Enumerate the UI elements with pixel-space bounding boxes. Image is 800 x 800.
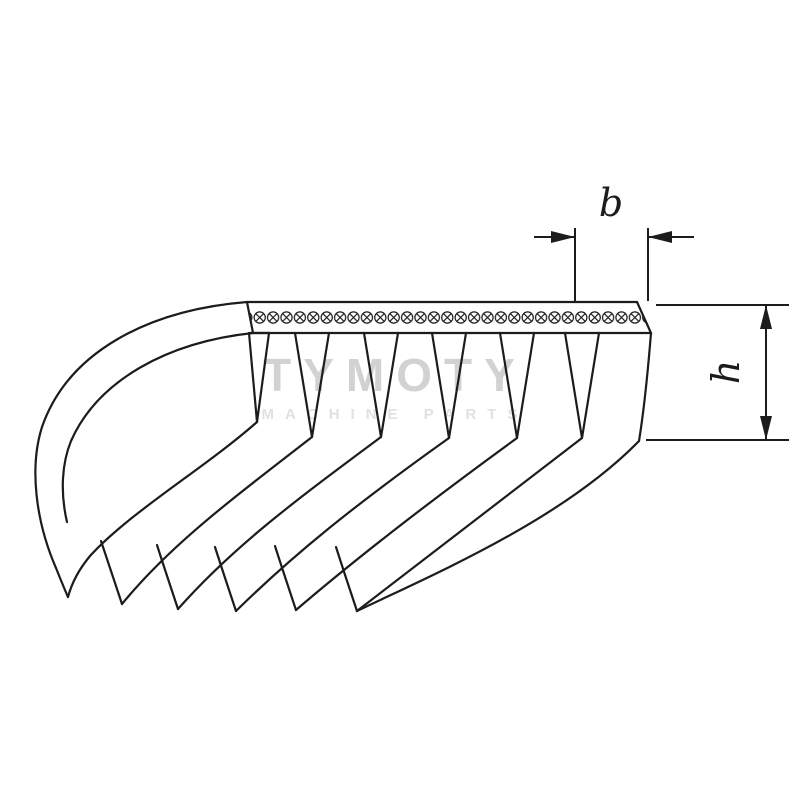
belt-rib-curve (234, 436, 451, 613)
belt-rib-tip-edge (213, 545, 238, 613)
dimension-h-label: h (704, 360, 748, 384)
belt-rib-curve (120, 435, 314, 606)
dimension-h-arrow-up-icon (760, 305, 772, 329)
belt-rib-curve (294, 436, 519, 612)
belt-rib-face-partial (247, 331, 271, 424)
belt-rib-curve (176, 435, 383, 611)
belt-rib-curve (355, 439, 641, 613)
belt-rib-face (498, 331, 536, 440)
belt-rib-tip-edge (334, 545, 359, 613)
dimension-b-arrow-left-icon (551, 231, 575, 243)
belt-rib-curve (66, 420, 259, 599)
belt-rib-face (362, 331, 400, 439)
belt-rib-face (563, 331, 601, 440)
belt-line-art (34, 300, 653, 613)
belt-rib-tip-edge (99, 539, 124, 606)
belt-inner-bend (61, 331, 255, 524)
belt-back-band-hatch (245, 300, 653, 335)
dimension-b: b (534, 181, 694, 302)
dimension-h: h (646, 304, 789, 441)
dimension-b-label: b (599, 181, 623, 225)
dimension-b-arrow-right-icon (648, 231, 672, 243)
dimension-h-arrow-down-icon (760, 416, 772, 440)
belt-right-edge (637, 331, 653, 443)
belt-rib-tip-edge (155, 543, 180, 611)
belt-rib-tip-edge (273, 544, 298, 612)
belt-outer-bend (34, 300, 249, 599)
belt-rib-curve (355, 436, 584, 613)
belt-rib-face (430, 331, 468, 440)
belt-rib-face (293, 331, 331, 439)
